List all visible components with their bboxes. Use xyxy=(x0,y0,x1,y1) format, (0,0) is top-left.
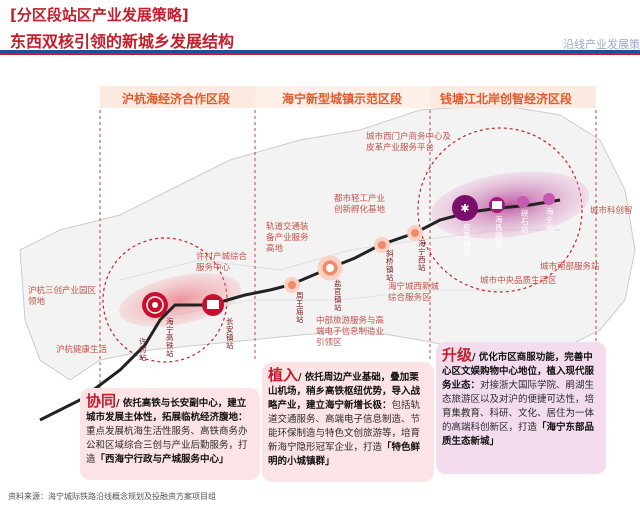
label-sh-hangzhou: 沪杭三创产业园区 领地 xyxy=(28,286,97,307)
station-label: 海昌路站 xyxy=(495,215,503,248)
station-label: 海宁西站 xyxy=(418,239,426,272)
station-markers: ✱ xyxy=(142,193,555,318)
box-title: 协同 xyxy=(86,392,117,410)
label-quality-life: 城市中央品质生活区 xyxy=(480,276,557,286)
station-label: 海宁高铁站 xyxy=(166,317,174,358)
zone-middle-label: 海宁新型城镇示范区段 xyxy=(282,92,403,106)
station-label: 斜桥镇站 xyxy=(386,249,394,282)
strategy-box-shengji: 升级/ 优化市区商服功能，完善中心区文娱购物中心地位，植入现代服务业态：对接浙大… xyxy=(436,342,606,474)
strategy-box-xietong: 协同/ 依托高铁与长安副中心，建立城市发展主体性，拓展临杭经济腹地： 重点发展杭海… xyxy=(80,388,260,480)
station-label: 盐官镇站 xyxy=(334,279,342,312)
box-title: 植入 xyxy=(268,366,299,384)
box-highlight: 「西海宁行政与产城服务中心」 xyxy=(95,454,229,465)
label-xuchang: 许村产城综合 服务中心 xyxy=(196,252,248,273)
label-light-industry: 都市轻工产业 创新孵化基地 xyxy=(334,194,386,215)
label-jiangbei: 沪杭健康生活 xyxy=(56,345,108,355)
label-rail-hub: 轨道交通装 备产业服务 高地 xyxy=(266,222,309,254)
station-label: 皮革城站 xyxy=(463,223,471,256)
east-core-zone xyxy=(430,171,590,239)
station-label: 长安镇站 xyxy=(226,317,234,350)
box-title: 升级 xyxy=(442,346,473,364)
station-label: 硖石站 xyxy=(521,209,529,234)
zone-west-label: 沪杭海经济合作区段 xyxy=(122,92,231,106)
label-south-service: 城市南部服务站 xyxy=(540,262,600,272)
header-rule-blue xyxy=(0,50,640,53)
box-body: 重点发展杭海生活性服务、高铁商务办公和区域综合三创与产业后勤服务，打造 xyxy=(86,426,248,465)
label-east-tech: 城市科创智 xyxy=(590,206,633,216)
header-rule-red xyxy=(0,53,640,55)
label-west-new: 海宁城西新城 综合服务区 xyxy=(388,282,440,303)
page-subtitle: 东西双核引领的新城乡发展结构 xyxy=(10,32,235,51)
box-highlight: 「海宁东部品质生态新城」 xyxy=(442,422,595,447)
station-label: 许村站 xyxy=(139,337,147,362)
label-gate-business: 城市西门户商务中心及 皮革产业服务平台 xyxy=(366,132,452,153)
box-lead: / 优化市区商服功能，完善中心区文娱购物中心地位，植入现代服务业态： xyxy=(442,352,595,391)
right-title: 沿线产业发展策 xyxy=(563,38,640,51)
box-body: 包括轨道交通服务、高端电子信息制造、节能环保制造与特色文创旅游等，培育新海宁隐形… xyxy=(268,400,421,453)
svg-text:✱: ✱ xyxy=(460,202,469,215)
label-central: 中部旅游服务与高 端电子信息制造业 引领区 xyxy=(316,316,385,348)
section-title: [分区段站区产业发展策略] xyxy=(10,6,189,24)
box-lead: / 依托周边产业基础，叠加栗山机场，稍乡高铁枢纽优势，导入战略产业，建立海宁新增… xyxy=(268,372,421,411)
source-note: 资料来源：海宁城际铁路沿线概念规划及投融资方案项目组 xyxy=(8,492,216,501)
box-body: 对接浙大国际学院、鹃湖生态旅游区以及对沪的便捷可达性，培育集教育、科研、文化、居… xyxy=(442,380,595,433)
box-lead: / 依托高铁与长安副中心，建立城市发展主体性，拓展临杭经济腹地： xyxy=(86,398,248,423)
zone-east-label: 钱塘江北岸创智经济区段 xyxy=(440,92,573,106)
box-highlight: 「特色鲜明的小城镇群」 xyxy=(268,442,421,467)
station-label: 周王庙站 xyxy=(296,291,304,324)
station-label: 海宁站 xyxy=(546,207,554,232)
strategy-box-zhiru: 植入/ 依托周边产业基础，叠加栗山机场，稍乡高铁枢纽优势，导入战略产业，建立海宁… xyxy=(262,362,434,482)
